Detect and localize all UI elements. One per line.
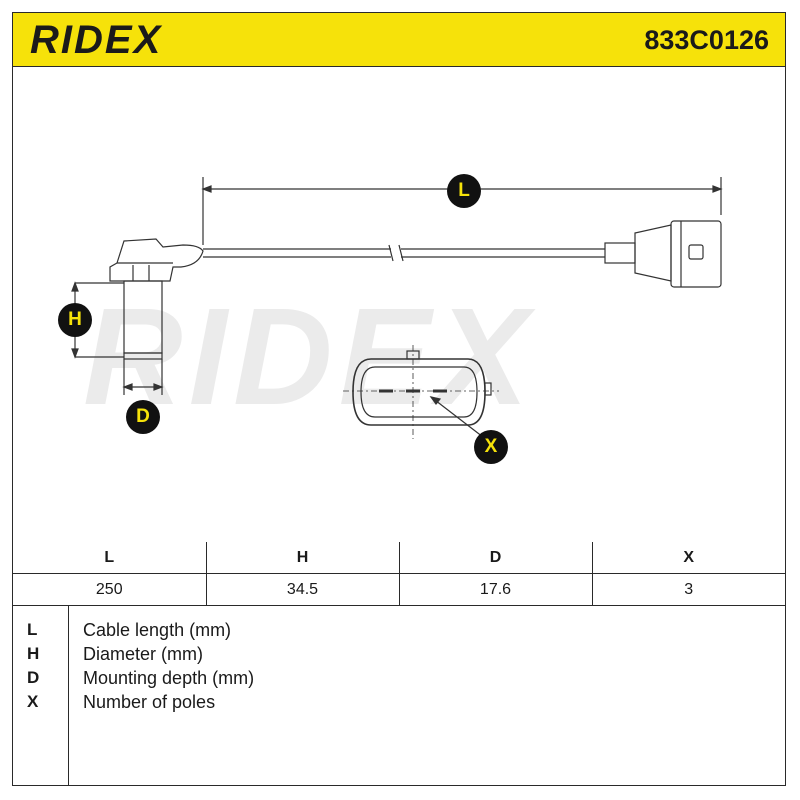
legend-row: L Cable length (mm) (13, 618, 785, 642)
sensor-tip (123, 352, 163, 360)
legend: L Cable length (mm) H Diameter (mm) D Mo… (13, 606, 785, 785)
header-cell-d: D (398, 542, 593, 574)
connector-latch (688, 244, 704, 260)
poles-badge: X (474, 430, 508, 464)
value-cell-l: 250 (13, 573, 207, 606)
value-cell-x: 3 (591, 573, 785, 606)
header-cell-h: H (205, 542, 400, 574)
connector-taper (634, 224, 672, 282)
value-cell-h: 34.5 (205, 573, 400, 606)
specs-value-row: 250 34.5 17.6 3 (13, 573, 785, 606)
product-sheet: RIDEX 833C0126 RIDEX (12, 12, 786, 786)
legend-row: X Number of poles (13, 690, 785, 714)
legend-description: Number of poles (83, 692, 216, 712)
height-badge: H (58, 303, 92, 337)
sensor-diagram (71, 177, 723, 439)
legend-key: H (27, 644, 40, 663)
part-number: 833C0126 (644, 25, 769, 55)
legend-key: D (27, 668, 40, 687)
sensor-body (123, 280, 163, 354)
value-cell-d: 17.6 (398, 573, 593, 606)
header-cell-x: X (591, 542, 785, 574)
specs-table: L H D X 250 34.5 17.6 3 (13, 542, 785, 606)
length-badge: L (447, 174, 481, 208)
length-arrows (201, 185, 723, 193)
header-cell-l: L (13, 542, 207, 574)
legend-description: Cable length (mm) (83, 620, 232, 640)
specs-header-row: L H D X (13, 542, 785, 574)
legend-row: D Mounting depth (mm) (13, 666, 785, 690)
technical-drawing: RIDEX (13, 67, 785, 542)
legend-key: X (27, 692, 39, 711)
cable-boot (604, 242, 636, 264)
watermark: RIDEX (83, 280, 535, 434)
cable-break (388, 244, 404, 262)
poles-leader-line (430, 396, 484, 438)
legend-description: Mounting depth (mm) (83, 668, 255, 688)
legend-row: H Diameter (mm) (13, 642, 785, 666)
brand-logo: RIDEX (30, 18, 163, 62)
header-bar: RIDEX 833C0126 (13, 13, 785, 67)
plug-face-inner (360, 366, 478, 418)
sensor-head (109, 238, 204, 282)
plug-key-side (484, 382, 492, 396)
connector-housing (670, 220, 722, 288)
legend-description: Diameter (mm) (83, 644, 203, 664)
depth-badge: D (126, 400, 160, 434)
legend-key: L (27, 620, 38, 639)
legend-divider (68, 606, 69, 785)
